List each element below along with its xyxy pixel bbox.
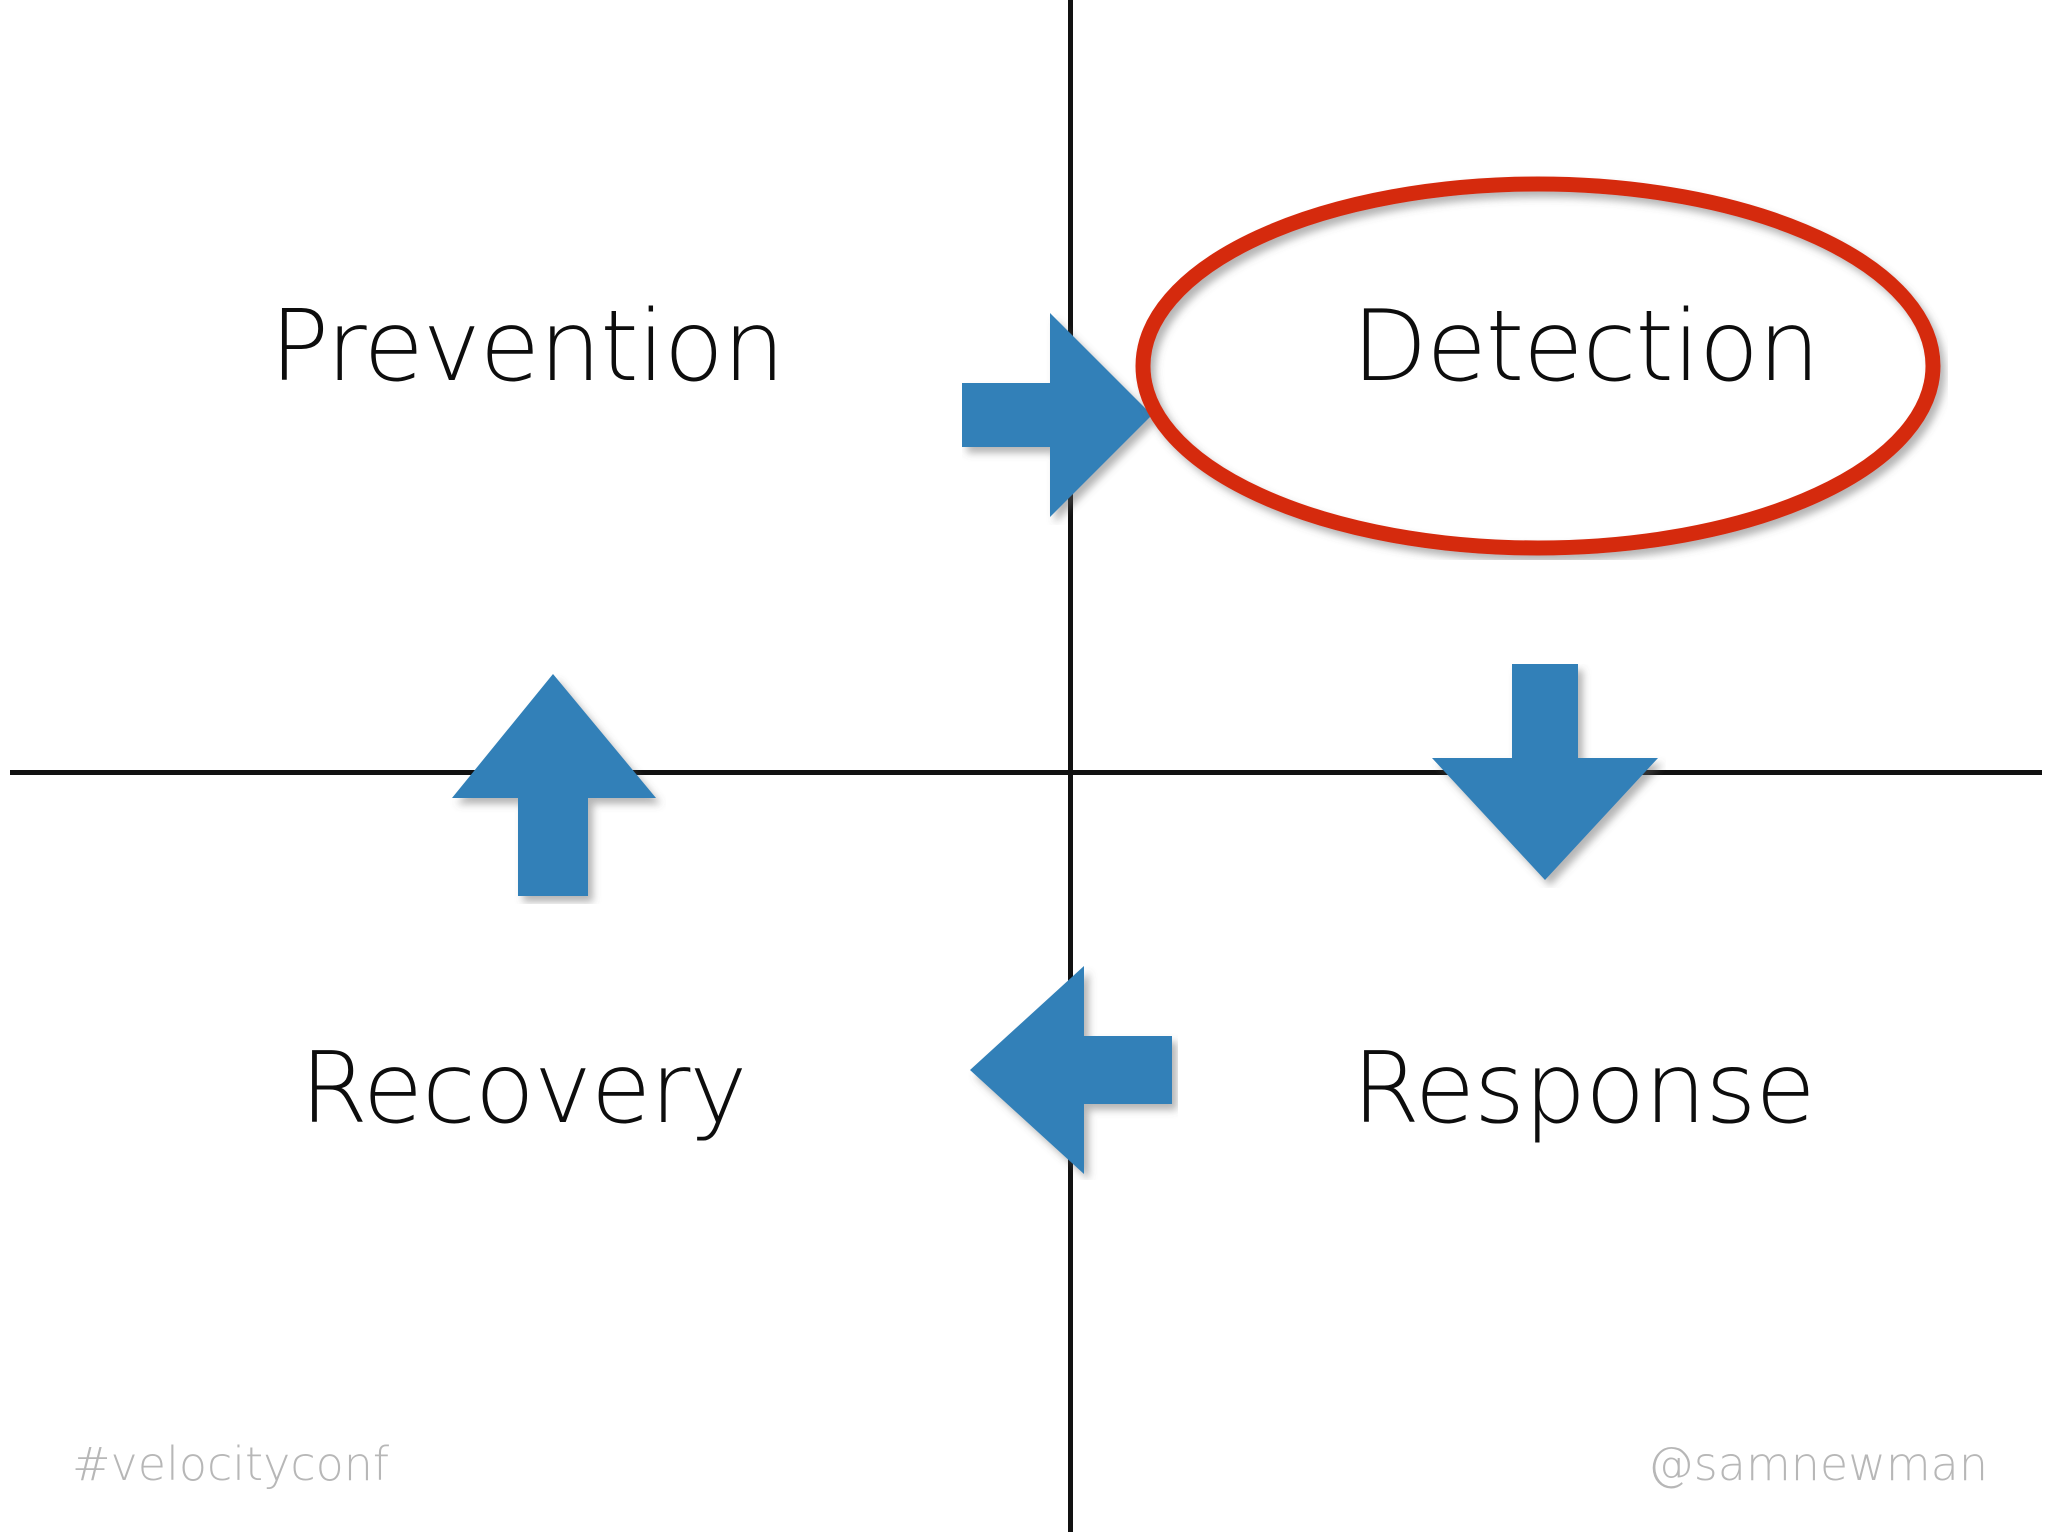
horizontal-axis-line	[10, 770, 2042, 775]
quadrant-label-prevention: Prevention	[270, 290, 785, 404]
vertical-axis-line	[1068, 0, 1073, 1532]
quadrant-label-response: Response	[1352, 1032, 1816, 1146]
arrow-left-icon	[970, 966, 1172, 1174]
footer-hashtag: #velocityconf	[72, 1437, 390, 1491]
footer-twitter-handle: @samnewman	[1647, 1437, 1988, 1491]
arrow-up-icon	[452, 674, 656, 896]
quadrant-label-detection: Detection	[1352, 290, 1820, 404]
arrow-down-icon	[1432, 664, 1658, 880]
arrow-right-icon	[962, 313, 1152, 517]
quadrant-label-recovery: Recovery	[300, 1032, 747, 1146]
